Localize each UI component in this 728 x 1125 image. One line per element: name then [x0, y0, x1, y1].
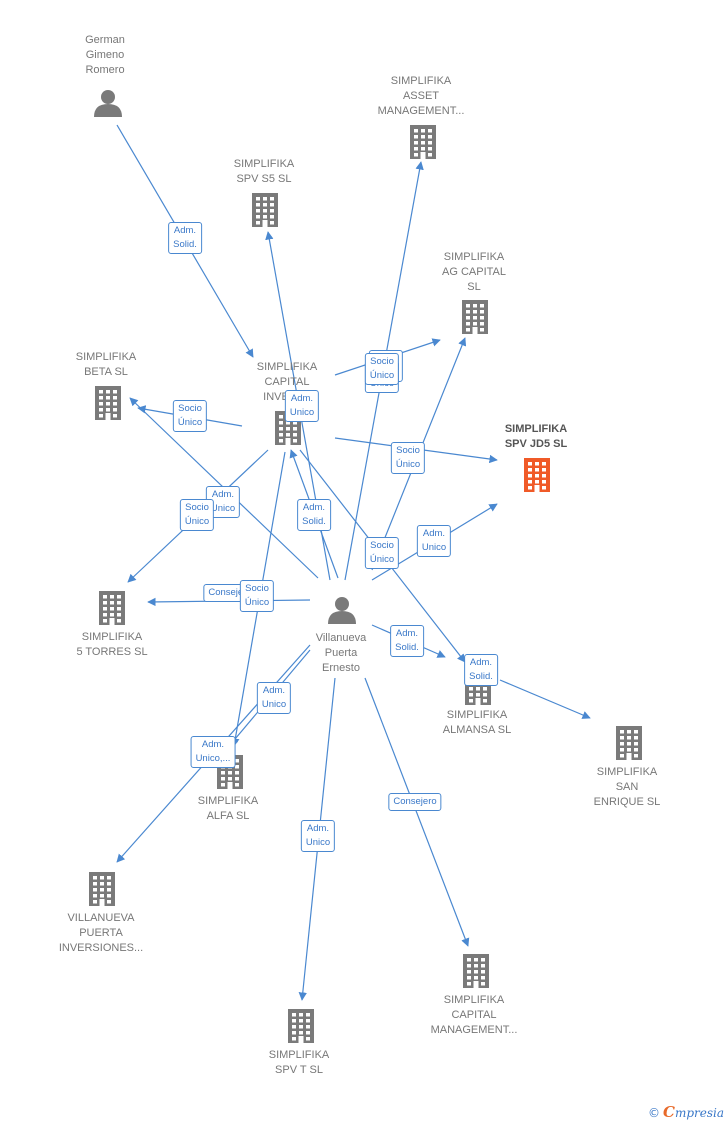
logo-text: mpresia [674, 1106, 724, 1120]
edge-almansa-enrique [499, 679, 591, 719]
edge-label-villanueva-almansa[interactable]: Adm. Solid. [390, 625, 424, 657]
copyright-symbol: © [647, 1106, 660, 1120]
building-icon-torres[interactable] [99, 591, 125, 625]
node-label-enrique[interactable]: SIMPLIFIKA SAN ENRIQUE SL [593, 766, 661, 808]
edge-label-villanueva-spvt[interactable]: Adm. Unico [300, 820, 336, 852]
person-icon-villanueva[interactable] [328, 597, 356, 624]
edge-label-capinv-vpinv[interactable]: Adm. Unico,... [190, 736, 236, 768]
node-label-spvs5[interactable]: SIMPLIFIKA SPV S5 SL [233, 158, 295, 185]
building-icon-enrique[interactable] [616, 726, 642, 760]
edge-label-villanueva-jd5[interactable]: Adm. Unico [416, 525, 452, 557]
node-label-beta[interactable]: SIMPLIFIKA BETA SL [75, 351, 137, 378]
building-icon-spvt[interactable] [288, 1009, 314, 1043]
node-label-alfa[interactable]: SIMPLIFIKA ALFA SL [197, 795, 259, 822]
person-icon-german[interactable] [94, 90, 122, 117]
node-label-capman[interactable]: SIMPLIFIKA CAPITAL MANAGEMENT... [430, 994, 518, 1036]
building-icon-capman[interactable] [463, 954, 489, 988]
node-label-agcap[interactable]: SIMPLIFIKA AG CAPITAL SL [442, 251, 506, 293]
building-icon-beta[interactable] [95, 386, 121, 420]
edge-label-villanueva-capinv[interactable]: Adm. Solid. [297, 499, 331, 531]
node-label-jd5[interactable]: SIMPLIFIKA SPV JD5 SL [504, 423, 568, 450]
node-label-villanueva[interactable]: Villanueva Puerta Ernesto [315, 632, 367, 674]
building-icon-asset[interactable] [410, 125, 436, 159]
edge-label-villanueva-alfa[interactable]: Adm. Unico [256, 682, 292, 714]
building-icon-vpinv[interactable] [89, 872, 115, 906]
logo-initial: C [662, 1103, 675, 1121]
edge-label-capinv-beta[interactable]: Socio Único [172, 400, 208, 432]
edge-label-capinv-jd5[interactable]: Socio Único [390, 442, 426, 474]
empresia-logo[interactable]: ©Cmpresia [648, 1103, 724, 1121]
edge-label-capinv-almansa[interactable]: Socio Único [364, 537, 400, 569]
edge-label-villanueva-capman[interactable]: Consejero [388, 793, 442, 811]
node-label-spvt[interactable]: SIMPLIFIKA SPV T SL [268, 1049, 330, 1076]
node-label-asset[interactable]: SIMPLIFIKA ASSET MANAGEMENT... [377, 75, 465, 117]
edge-label-capinv-torres[interactable]: Socio Único [179, 499, 215, 531]
node-label-almansa[interactable]: SIMPLIFIKA ALMANSA SL [442, 709, 512, 736]
edge-label-german-capinv[interactable]: Adm. Solid. [168, 222, 202, 254]
edge-label-villanueva-spvs5[interactable]: Adm. Unico [284, 390, 320, 422]
edge-label-almansa-enrique[interactable]: Adm. Solid. [464, 654, 498, 686]
node-label-vpinv[interactable]: VILLANUEVA PUERTA INVERSIONES... [58, 912, 144, 954]
edge-villanueva-capman [364, 677, 470, 947]
node-label-german[interactable]: German Gimeno Romero [85, 34, 125, 76]
edge-label-capinv-agcap[interactable]: Socio Único [364, 353, 400, 385]
building-icon-jd5[interactable] [524, 458, 550, 492]
nodes-layer [89, 90, 642, 1043]
building-icon-spvs5[interactable] [252, 193, 278, 227]
edge-label-capinv-alfa[interactable]: Socio Único [239, 580, 275, 612]
building-icon-agcap[interactable] [462, 300, 488, 334]
node-label-torres[interactable]: SIMPLIFIKA 5 TORRES SL [76, 631, 148, 658]
